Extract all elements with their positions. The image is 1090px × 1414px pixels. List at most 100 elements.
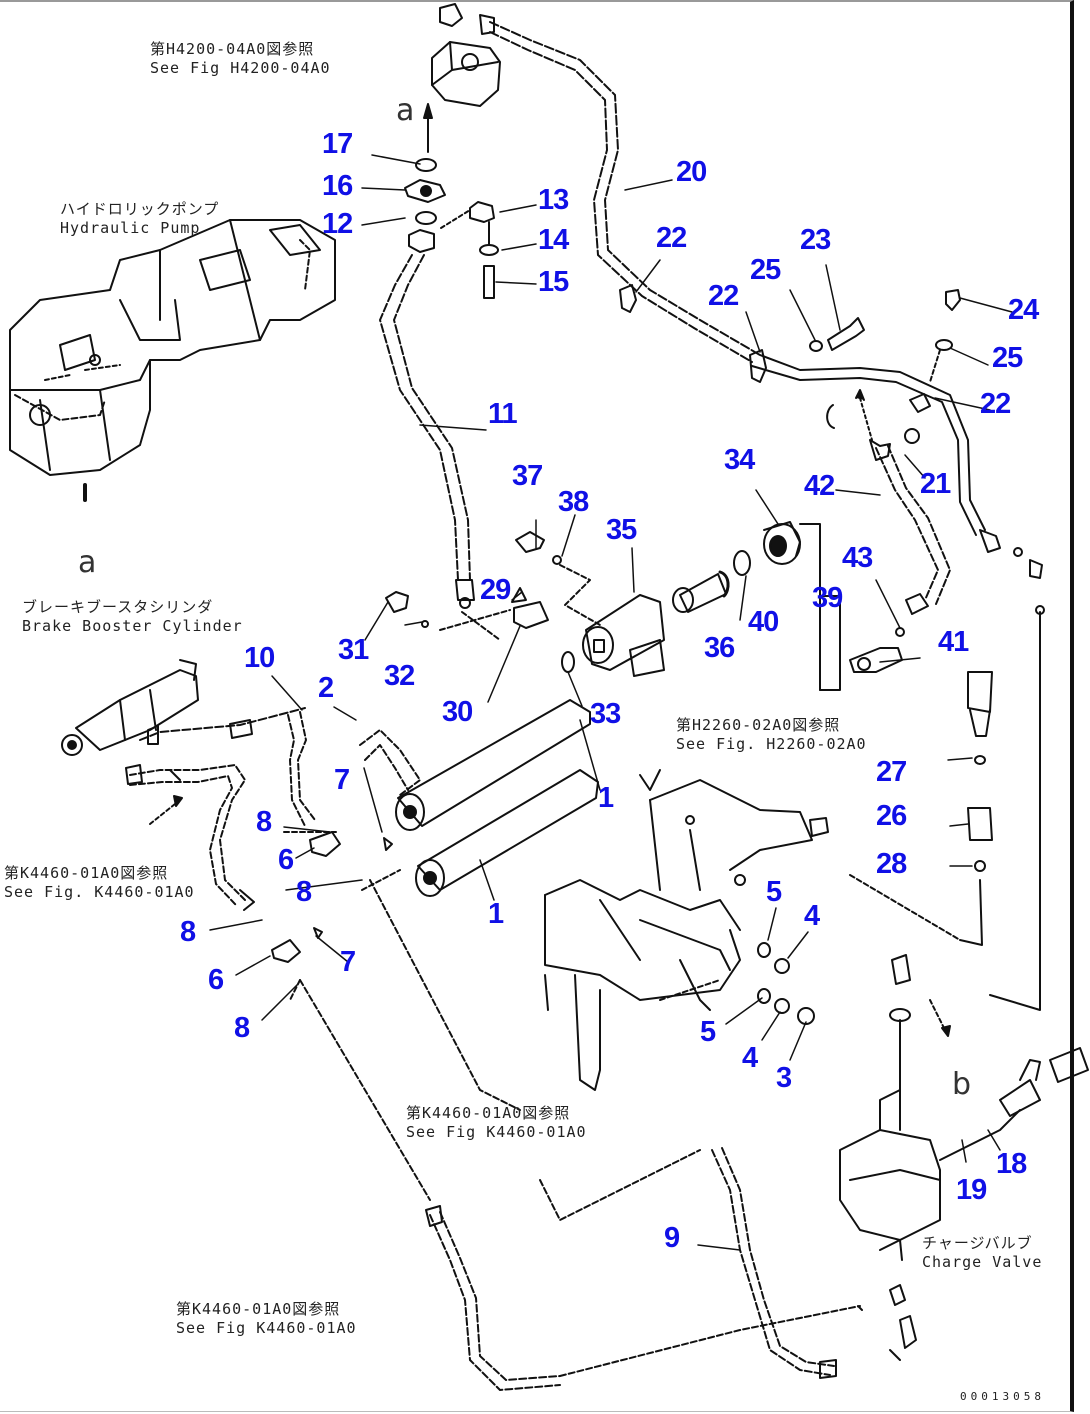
callout-24: 24 (1008, 294, 1039, 326)
pump-flange-block (423, 41, 501, 153)
fitting-29-33 (385, 587, 575, 673)
hose-42 (875, 445, 951, 605)
clamps-22 (619, 284, 931, 413)
callout-19: 19 (956, 1174, 987, 1206)
ref-h2260-jp: 第H2260-02A0図参照 (676, 716, 841, 734)
callout-8-c: 8 (180, 916, 196, 948)
flange-hardware (404, 158, 499, 299)
callout-38: 38 (558, 486, 589, 518)
callout-4-lower: 4 (742, 1042, 758, 1074)
callout-16: 16 (322, 170, 353, 202)
right-piping (799, 523, 1045, 1011)
callout-5-upper: 5 (766, 876, 782, 908)
connection-letter-b-bottom: b (952, 1067, 972, 1102)
callout-30: 30 (442, 696, 473, 728)
callout-1-upper: 1 (598, 782, 614, 814)
callout-11: 11 (488, 398, 518, 430)
callout-22-right: 22 (980, 388, 1011, 420)
callout-25-left: 25 (750, 254, 781, 286)
callout-12: 12 (322, 208, 353, 240)
callout-14: 14 (538, 224, 569, 256)
fittings-6-7-8 (271, 831, 401, 1001)
hose-2 (359, 729, 421, 796)
nuts-washers (757, 942, 815, 1025)
brake-booster-jp: ブレーキブースタシリンダ (22, 598, 214, 616)
callout-34: 34 (724, 444, 755, 476)
callout-9: 9 (664, 1222, 680, 1254)
callout-8-d: 8 (234, 1012, 250, 1044)
ref-h4200-jp: 第H4200-04A0図参照 (150, 40, 315, 58)
callout-25-right: 25 (992, 342, 1023, 374)
callout-4-upper: 4 (804, 900, 820, 932)
accumulators-1 (395, 699, 599, 897)
hydraulic-pump-drawing (9, 219, 336, 502)
callout-22-mid: 22 (708, 280, 739, 312)
ref-k4460-center-jp: 第K4460-01A0図参照 (406, 1104, 571, 1122)
callout-13: 13 (538, 184, 569, 216)
callout-41: 41 (938, 626, 969, 658)
ref-k4460-bottom-en: See Fig K4460-01A0 (176, 1319, 357, 1337)
hose-11 (379, 254, 471, 581)
charge-valve-en: Charge Valve (922, 1253, 1043, 1271)
callout-28: 28 (876, 848, 907, 880)
ref-h2260-en: See Fig. H2260-02A0 (676, 735, 867, 753)
connection-letter-a-top: a (396, 93, 415, 128)
callout-10: 10 (244, 642, 275, 674)
leader-lines (209, 154, 1013, 1251)
callout-7-lower: 7 (340, 946, 356, 978)
hydraulic-pump-jp: ハイドロリックポンプ (60, 200, 220, 218)
callout-23: 23 (800, 224, 831, 256)
callout-1-lower: 1 (488, 898, 504, 930)
ref-k4460-left-jp: 第K4460-01A0図参照 (4, 864, 169, 882)
callout-6-upper: 6 (278, 844, 294, 876)
clamp-bolts (809, 289, 961, 444)
callout-35: 35 (606, 514, 637, 546)
connection-letter-a-left: a (78, 545, 97, 580)
callout-27: 27 (876, 756, 907, 788)
callout-17: 17 (322, 128, 353, 160)
hose-20 (489, 21, 761, 363)
callout-8-a: 8 (256, 806, 272, 838)
callout-21: 21 (920, 468, 951, 500)
callout-31: 31 (338, 634, 369, 666)
callout-2: 2 (318, 672, 334, 704)
callout-22-top: 22 (656, 222, 687, 254)
callout-36: 36 (704, 632, 735, 664)
callout-6-lower: 6 (208, 964, 224, 996)
callout-7-upper: 7 (334, 764, 350, 796)
ref-h4200-en: See Fig H4200-04A0 (150, 59, 331, 77)
callout-40: 40 (748, 606, 779, 638)
tube-right (751, 354, 1043, 579)
callout-37: 37 (512, 460, 543, 492)
callout-32: 32 (384, 660, 415, 692)
callout-33: 33 (590, 698, 621, 730)
callout-18: 18 (996, 1148, 1027, 1180)
charge-valve-drawing (839, 954, 1089, 1361)
brake-booster-cylinder-drawing (61, 659, 199, 756)
hose-bottom (429, 1211, 561, 1391)
filter-assembly (515, 521, 801, 677)
callout-42: 42 (804, 470, 835, 502)
callout-5-lower: 5 (700, 1016, 716, 1048)
charge-valve-jp: チャージバルブ (922, 1234, 1033, 1252)
drawing-code: 00013058 (960, 1390, 1045, 1403)
callout-26: 26 (876, 800, 907, 832)
brake-booster-en: Brake Booster Cylinder (22, 617, 243, 635)
callout-8-b: 8 (296, 876, 312, 908)
ref-k4460-bottom-jp: 第K4460-01A0図参照 (176, 1300, 341, 1318)
ref-k4460-center-en: See Fig K4460-01A0 (406, 1123, 587, 1141)
callout-20: 20 (676, 156, 707, 188)
callout-29: 29 (480, 574, 511, 606)
hose-9 (711, 1147, 835, 1376)
hose-10 (139, 707, 316, 827)
